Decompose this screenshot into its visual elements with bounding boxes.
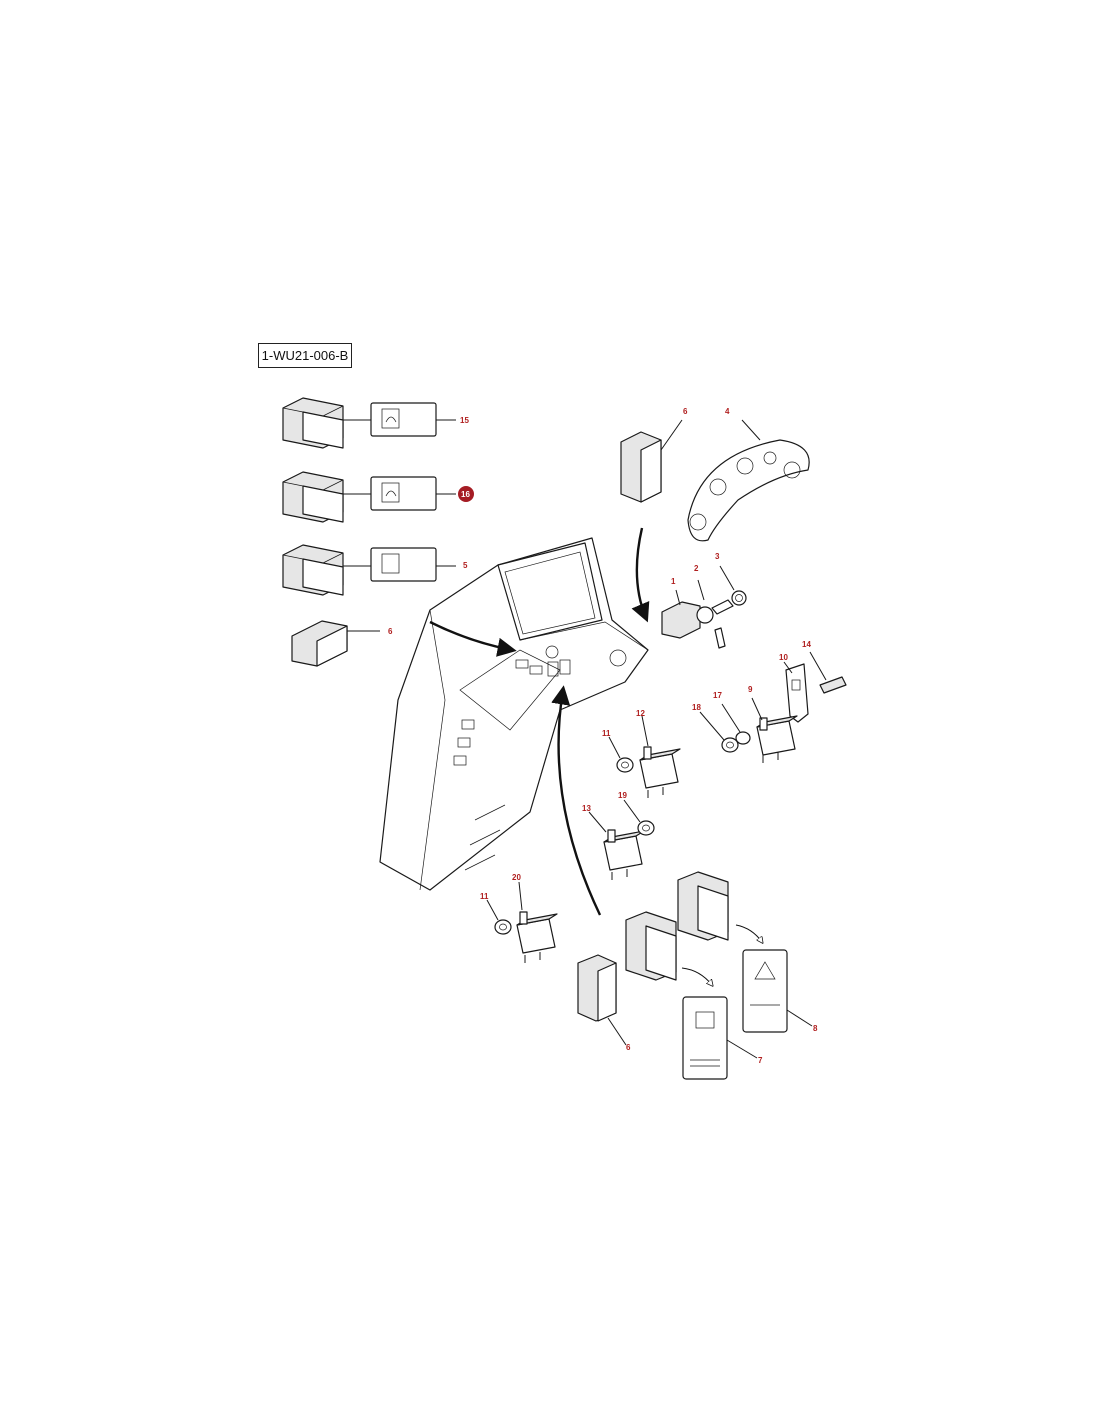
callout-18: 18 [692, 703, 701, 712]
callout-9: 9 [748, 685, 753, 694]
rocker-switch-16 [282, 471, 456, 523]
relay-12 [639, 715, 681, 798]
callout-15: 15 [460, 416, 469, 425]
callout-2: 2 [694, 564, 699, 573]
switch-plate-8 [742, 949, 813, 1033]
callout-6-left: 6 [388, 627, 393, 636]
rocker-switch-15 [282, 397, 456, 449]
rocker-switch-7 [625, 911, 712, 985]
blanking-cap-top [620, 419, 683, 503]
relay-13 [588, 811, 645, 880]
callout-8: 8 [813, 1024, 818, 1033]
nut-11-top [608, 736, 634, 773]
callout-16-highlight [458, 486, 474, 502]
callout-11-top: 11 [602, 729, 611, 738]
callout-3: 3 [715, 552, 720, 561]
insert-arrow-bottom [551, 685, 602, 916]
nut-19 [623, 799, 655, 836]
nut-17-18 [699, 703, 751, 753]
relay-9 [751, 697, 798, 763]
relay-20 [516, 881, 558, 963]
diagram-reference-code: 1-WU21-006-B [258, 343, 352, 368]
ignition-switch [661, 565, 747, 649]
callout-13: 13 [582, 804, 591, 813]
blanking-cap-left [291, 620, 380, 667]
rocker-switch-8 [677, 871, 762, 942]
callout-11-bottom: 11 [480, 892, 489, 901]
bracket-and-screw [783, 651, 847, 723]
dashboard-console [379, 537, 649, 891]
rocker-switch-5 [282, 544, 456, 596]
callout-19: 19 [618, 791, 627, 800]
callout-7: 7 [758, 1056, 763, 1065]
callout-5: 5 [463, 561, 468, 570]
callout-10: 10 [779, 653, 788, 662]
callout-4: 4 [725, 407, 730, 416]
switch-plate-7 [682, 996, 758, 1080]
callout-1: 1 [671, 577, 676, 586]
callout-16: 16 [461, 490, 470, 499]
callout-6-top: 6 [683, 407, 688, 416]
blanking-cap-bottom [577, 954, 627, 1046]
callout-6-bottom: 6 [626, 1043, 631, 1052]
insert-arrow-top [631, 527, 650, 623]
callout-20: 20 [512, 873, 521, 882]
callout-17: 17 [713, 691, 722, 700]
insert-arrow-left [429, 620, 517, 657]
nut-11-bottom [486, 899, 512, 935]
callout-14: 14 [802, 640, 811, 649]
callout-12: 12 [636, 709, 645, 718]
instrument-panel-cover [687, 419, 810, 542]
